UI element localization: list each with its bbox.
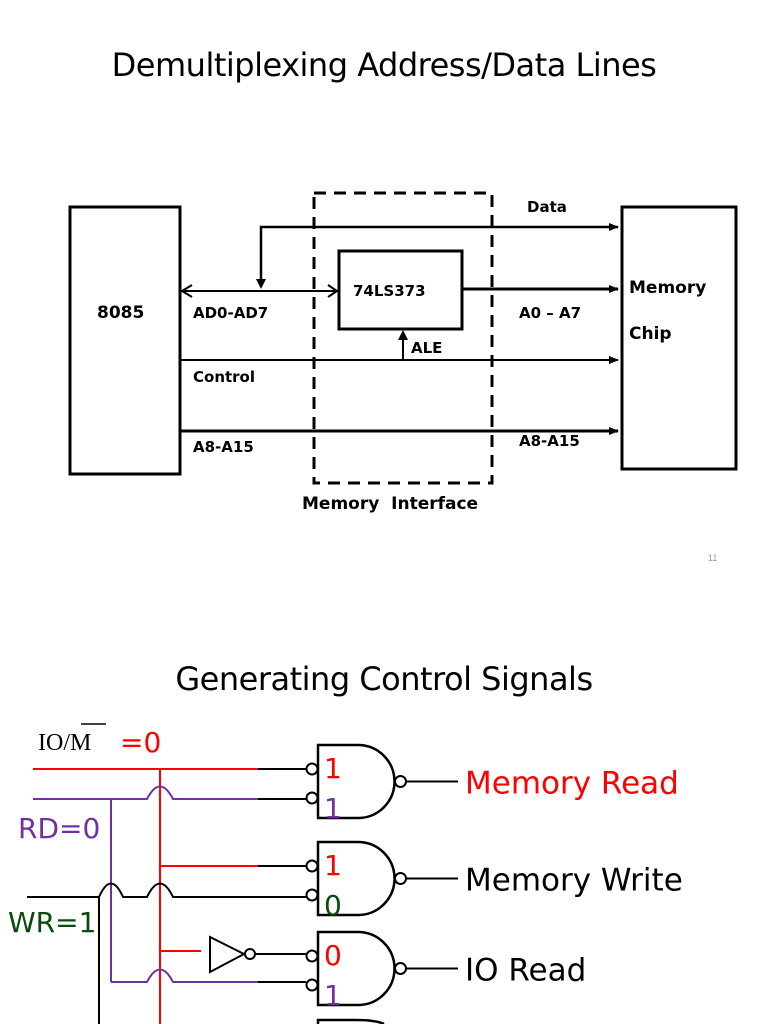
input-bubble-icon: [305, 949, 319, 963]
gate-output-label: IO Read: [465, 953, 586, 989]
a8a15-left-label: A8-A15: [193, 438, 254, 456]
rd-wire-top: [33, 785, 258, 800]
output-bubble-icon: [394, 775, 407, 788]
gate4-partial: [316, 1018, 385, 1024]
gate-input2-value: 1: [324, 979, 342, 1012]
data-line: [259, 223, 619, 285]
iom-label: IO/M: [38, 730, 91, 756]
cpu-8085-block: [68, 205, 182, 476]
ale-label: ALE: [411, 339, 442, 357]
memory-chip-block: [620, 205, 738, 471]
rd-label: RD=0: [18, 812, 100, 845]
slide-title-demultiplexing: Demultiplexing Address/Data Lines: [111, 46, 657, 84]
wr-label: WR=1: [8, 906, 96, 939]
gate-input1-value: 1: [324, 849, 342, 882]
output-bubble-icon: [394, 872, 407, 885]
gate-input1-value: 0: [324, 939, 342, 972]
memory-interface-label: Memory Interface: [302, 494, 478, 514]
memory-interface-box: [312, 191, 494, 485]
gate-input1-value: 1: [324, 752, 342, 785]
a8a15-right-label: A8-A15: [519, 432, 580, 450]
gate-2: 1 0 Memory Write: [305, 840, 683, 922]
ad-left-arrowhead: [180, 284, 193, 298]
a0a7-label: A0 – A7: [519, 304, 581, 322]
latch-label: 74LS373: [353, 282, 426, 300]
input-bubble-icon: [305, 978, 319, 992]
data-label: Data: [527, 198, 567, 216]
ad-label: AD0-AD7: [193, 304, 268, 322]
data-down-arrowhead: [256, 279, 266, 289]
demux-diagram: 8085 Memory Interface 74LS373 Memory Chi…: [68, 191, 738, 514]
cpu-label: 8085: [97, 303, 144, 323]
gate-1: 1 1 Memory Read: [305, 743, 679, 825]
slide-title-control-signals: Generating Control Signals: [175, 660, 593, 698]
gate-output-label: Memory Write: [465, 863, 683, 899]
memory-chip-label-2: Chip: [629, 324, 672, 344]
gate-output-label: Memory Read: [465, 766, 679, 802]
input-bubble-icon: [305, 888, 319, 902]
input-bubble-icon: [305, 791, 319, 805]
nand-gate-body: [316, 930, 396, 1007]
nand-gate-body: [316, 743, 396, 820]
inverter-bubble: [244, 948, 256, 960]
control-signals-diagram: IO/M =0 RD=0 WR=1 1 1 Memory Read 1 0 Memory …: [8, 723, 683, 1024]
nand-gate-body: [316, 840, 396, 917]
page-number: 11: [708, 553, 718, 563]
output-bubble-icon: [394, 962, 407, 975]
gate-input2-value: 1: [324, 792, 342, 825]
ad-right-arrowhead: [327, 284, 339, 298]
memory-chip-label-1: Memory: [629, 278, 706, 298]
ale-arrowhead: [398, 330, 408, 340]
input-bubble-icon: [305, 762, 319, 776]
gate-input2-value: 0: [324, 889, 342, 922]
gate-3: 0 1 IO Read: [305, 930, 586, 1012]
wr-wire: [27, 882, 258, 898]
inverter-gate: [209, 935, 247, 974]
iom-value: =0: [120, 726, 161, 759]
input-bubble-icon: [305, 859, 319, 873]
rd-wire-bottom: [111, 968, 258, 983]
control-label: Control: [193, 368, 255, 386]
